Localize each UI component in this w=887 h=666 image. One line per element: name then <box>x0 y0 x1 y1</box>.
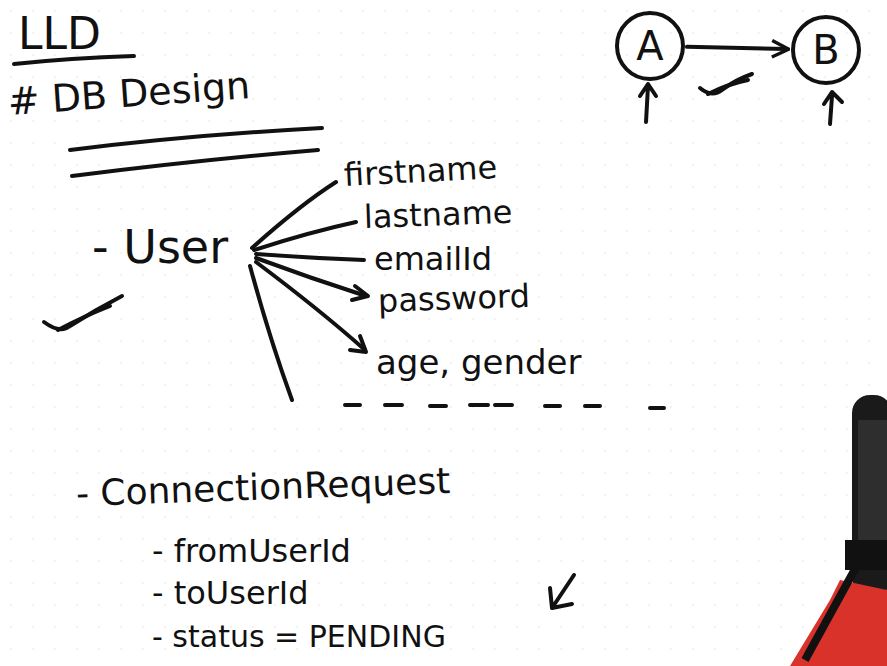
field-name: emailId <box>374 242 492 277</box>
check-mark <box>58 306 110 330</box>
arrow-connector <box>687 47 787 49</box>
pointer-arrow <box>824 92 842 124</box>
branch-line <box>250 266 292 400</box>
circle-node: B <box>791 15 861 85</box>
page-title: LLD <box>18 10 101 58</box>
field-name: - status = PENDING <box>152 620 446 653</box>
field-name: password <box>377 279 530 319</box>
field-name: - fromUserId <box>152 534 351 569</box>
branch-arrowhead <box>350 336 366 352</box>
branch-line <box>256 258 366 296</box>
dashed-line <box>345 405 664 408</box>
branch-line <box>256 254 364 260</box>
node-letter: B <box>812 30 839 70</box>
field-name: lastname <box>363 195 513 235</box>
check-arrow <box>550 575 574 608</box>
circle-node: A <box>615 11 685 81</box>
field-name: firstname <box>343 150 498 193</box>
microphone <box>790 395 887 666</box>
entity-name: - User <box>92 222 228 273</box>
node-letter: A <box>636 26 663 66</box>
branch-arrowhead <box>352 286 368 300</box>
heading-underline <box>72 150 318 176</box>
branch-line <box>254 222 356 250</box>
field-name: age, gender <box>376 344 581 381</box>
check-mark <box>700 74 752 94</box>
check-mark <box>708 80 748 94</box>
heading-underline <box>70 128 322 150</box>
field-name: - toUserId <box>152 576 309 611</box>
check-mark <box>44 296 122 329</box>
pointer-arrow <box>640 84 656 122</box>
